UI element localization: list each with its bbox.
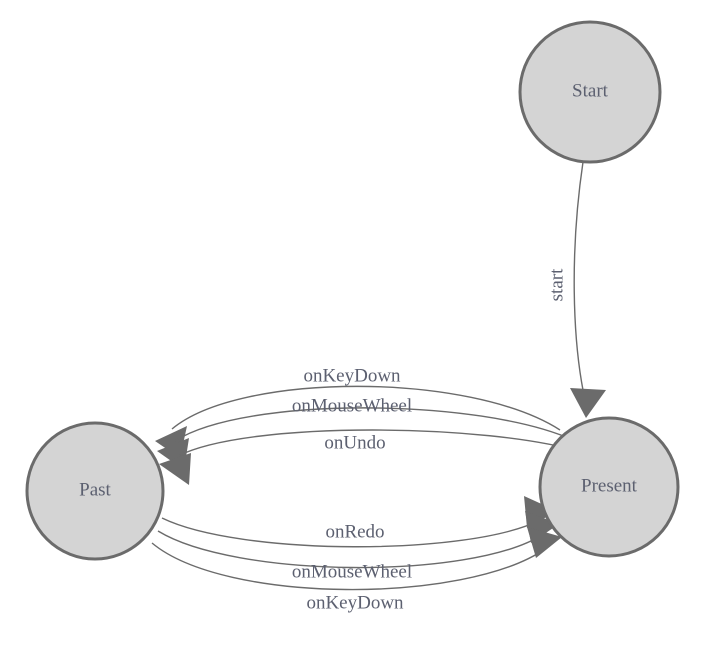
state-node-start-circle (518, 20, 662, 164)
edge-past-to-present-onredo[interactable]: onRedo (161, 496, 557, 548)
state-node-present-circle (538, 416, 680, 558)
edge-past-to-present-3-arrowhead (527, 527, 562, 558)
edge-past-to-present-2-path (157, 530, 543, 569)
state-node-start-label: Start (572, 80, 609, 101)
state-node-start[interactable]: Start (518, 20, 662, 164)
edge-present-to-past-3-arrowhead (159, 453, 191, 485)
state-node-past[interactable]: Past (25, 421, 165, 561)
edge-start-to-present-arrowhead (570, 388, 606, 418)
edge-past-to-present-3-path (151, 542, 546, 591)
edge-label-past-present-1: onRedo (325, 521, 384, 542)
edge-label-present-past-2: onMouseWheel (292, 395, 412, 416)
edge-present-to-past-1-path (171, 385, 561, 431)
state-node-past-circle (25, 421, 165, 561)
edge-present-to-past-3-path (177, 429, 582, 457)
edge-label-past-present-3: onKeyDown (306, 592, 404, 613)
edge-start-to-present-path (573, 161, 586, 401)
edge-past-to-present-1-path (161, 517, 541, 548)
edge-start-to-present[interactable]: start (546, 161, 606, 418)
edge-present-to-past-onundo[interactable]: onUndo (159, 429, 582, 485)
state-node-present-label: Present (581, 475, 638, 496)
edge-label-present-past-1: onKeyDown (303, 365, 401, 386)
edge-label-start: start (546, 268, 567, 301)
state-node-past-label: Past (79, 479, 111, 500)
state-node-present[interactable]: Present (538, 416, 680, 558)
edge-present-to-past-2-path (174, 407, 574, 442)
edge-label-past-present-2: onMouseWheel (292, 561, 412, 582)
edge-past-to-present-onkeydown[interactable]: onKeyDown (151, 527, 562, 613)
edge-label-present-past-3: onUndo (324, 432, 385, 453)
